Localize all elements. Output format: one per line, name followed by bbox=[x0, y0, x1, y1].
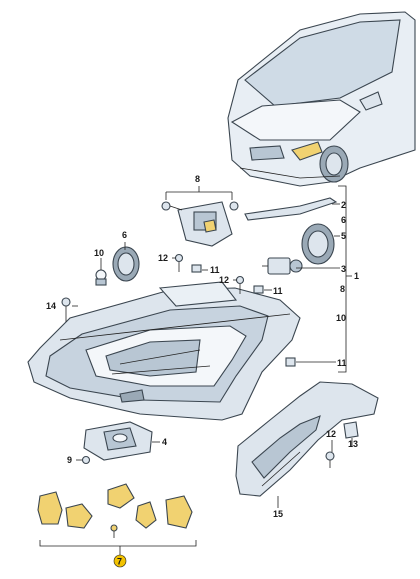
callout-8-right: 8 bbox=[340, 284, 345, 294]
car-illustration bbox=[227, 11, 416, 187]
repair-kit-7 bbox=[37, 483, 193, 538]
screw-12-right bbox=[325, 451, 335, 468]
callout-6-left: 6 bbox=[122, 230, 127, 240]
callout-15: 15 bbox=[273, 509, 283, 519]
clip-11-low bbox=[285, 357, 296, 367]
callout-8-top: 8 bbox=[195, 174, 200, 184]
control-unit-4 bbox=[83, 421, 153, 461]
callout-6-right: 6 bbox=[341, 215, 346, 225]
callout-14: 14 bbox=[46, 301, 56, 311]
screw-14 bbox=[61, 297, 71, 322]
callout-11-low: 11 bbox=[337, 358, 347, 368]
control-unit-8 bbox=[161, 201, 239, 247]
callout-3: 3 bbox=[341, 264, 346, 274]
callout-4: 4 bbox=[162, 437, 167, 447]
screw-12-mid bbox=[235, 275, 245, 294]
callout-1: 1 bbox=[354, 271, 359, 281]
callout-5: 5 bbox=[341, 231, 346, 241]
callout-12-right: 12 bbox=[326, 429, 336, 439]
bulb-10 bbox=[95, 269, 107, 286]
leader-lines bbox=[39, 185, 353, 556]
cover-cap-5-right bbox=[301, 223, 335, 265]
headlight-housing bbox=[27, 281, 301, 421]
bulb-socket-3 bbox=[262, 257, 303, 275]
cover-cap-6-left bbox=[112, 246, 140, 282]
trim-strip-2 bbox=[244, 197, 338, 221]
callout-7-badge: 7 bbox=[113, 554, 127, 568]
screw-12-top bbox=[174, 253, 184, 272]
clip-11-top bbox=[191, 264, 202, 273]
bracket-15 bbox=[235, 381, 379, 497]
callout-10-left: 10 bbox=[94, 248, 104, 258]
callout-labels: 8 2 6 5 3 1 8 10 11 6 10 12 11 12 11 14 … bbox=[46, 174, 359, 568]
clip-11-mid bbox=[253, 285, 264, 294]
clip-13 bbox=[343, 421, 359, 439]
callout-12-top: 12 bbox=[158, 253, 168, 263]
callout-10-right: 10 bbox=[336, 313, 346, 323]
callout-11-mid: 11 bbox=[273, 286, 283, 296]
callout-12-mid: 12 bbox=[219, 275, 229, 285]
screw-9 bbox=[76, 455, 91, 465]
callout-7: 7 bbox=[117, 557, 122, 567]
callout-13: 13 bbox=[348, 439, 358, 449]
callout-11-top: 11 bbox=[210, 265, 220, 275]
callout-2: 2 bbox=[341, 200, 346, 210]
callout-9: 9 bbox=[67, 455, 72, 465]
